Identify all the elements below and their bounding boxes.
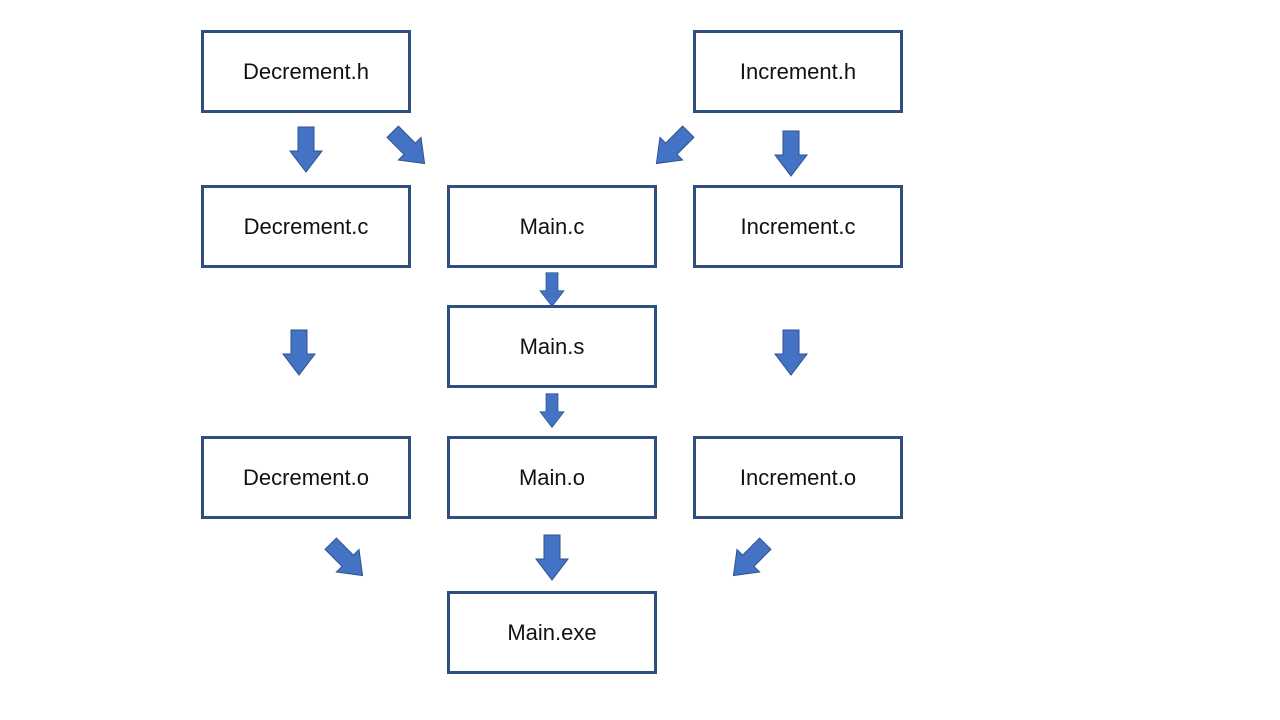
node-main-exe: Main.exe	[447, 591, 657, 674]
node-main-c: Main.c	[447, 185, 657, 268]
node-label: Main.exe	[507, 619, 597, 645]
node-increment-c: Increment.c	[693, 185, 903, 268]
node-label: Main.s	[519, 333, 585, 359]
node-label: Increment.o	[739, 464, 857, 490]
node-label: Decrement.c	[243, 213, 369, 239]
node-label: Increment.h	[739, 58, 857, 84]
node-decrement-c: Decrement.c	[201, 185, 411, 268]
node-main-o: Main.o	[447, 436, 657, 519]
node-main-s: Main.s	[447, 305, 657, 388]
node-increment-o: Increment.o	[693, 436, 903, 519]
node-label: Increment.c	[740, 213, 856, 239]
node-label: Main.c	[519, 213, 585, 239]
node-label: Main.o	[518, 464, 586, 490]
node-label: Decrement.o	[243, 464, 369, 490]
node-increment-h: Increment.h	[693, 30, 903, 113]
node-decrement-o: Decrement.o	[201, 436, 411, 519]
node-label: Decrement.h	[243, 58, 369, 84]
node-decrement-h: Decrement.h	[201, 30, 411, 113]
